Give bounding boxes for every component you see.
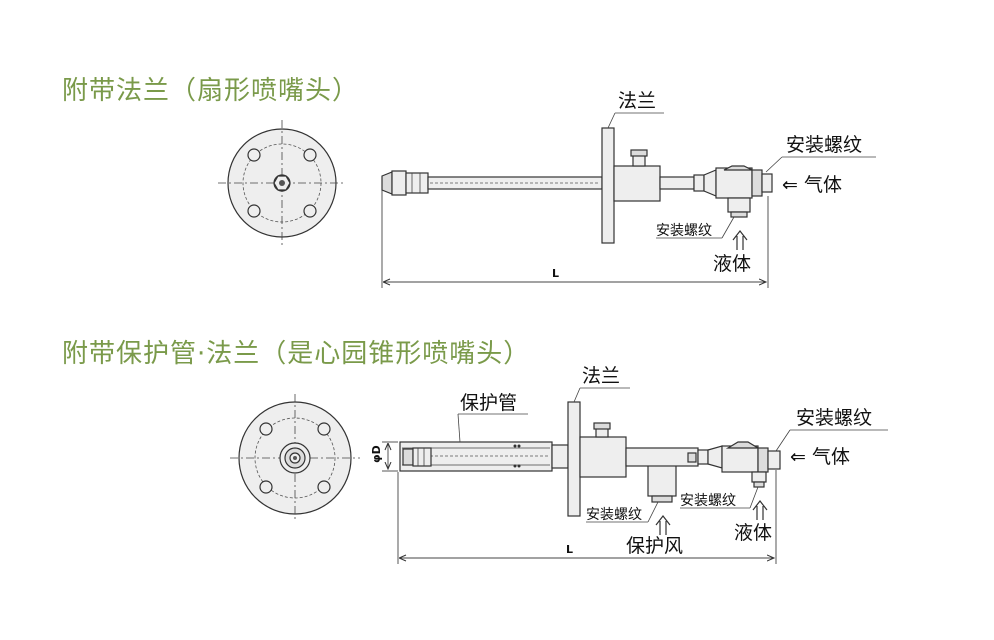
tee-fitting <box>715 167 753 199</box>
label-diameter: φD <box>370 445 383 463</box>
bolt-hole <box>259 422 273 436</box>
bolt-hole <box>303 204 317 218</box>
liquid-inlet-thread <box>730 211 748 218</box>
lance-body-2 <box>579 436 627 478</box>
label-gas-2: ⇐ 气体 <box>790 446 850 468</box>
gas-inlet-thread <box>761 173 773 193</box>
label-mount-thread-liquid-2: 安装螺纹 <box>680 493 736 509</box>
annotations-1: 法兰 安装螺纹 ⇐ 气体 安装螺纹 液体 L <box>381 90 876 288</box>
label-mount-thread-gas-1: 安装螺纹 <box>786 134 862 156</box>
bolt-hole <box>317 480 331 494</box>
fan-nozzle-tip <box>381 171 393 195</box>
bolt-hole <box>247 204 261 218</box>
flange-plate-2 <box>567 401 581 517</box>
label-protective-air: 保护风 <box>626 535 683 557</box>
label-length-1: L <box>552 267 559 280</box>
label-gas-1: ⇐ 气体 <box>782 174 842 196</box>
tee-fitting-2 <box>721 445 759 473</box>
label-mount-thread-liquid-1: 安装螺纹 <box>656 223 712 239</box>
flange-front-view-2 <box>230 394 360 522</box>
section-title-tube-flange-cone-nozzle: 附带保护管·法兰（是心园锥形喷嘴头） <box>62 339 531 369</box>
label-length-2: L <box>566 543 573 556</box>
bolt-hole <box>259 480 273 494</box>
flange-plate <box>601 127 615 244</box>
label-flange-1: 法兰 <box>618 90 656 112</box>
gas-inlet-thread-2 <box>767 450 781 470</box>
bolt-hole <box>317 422 331 436</box>
label-flange-2: 法兰 <box>582 365 620 387</box>
label-liquid-1: 液体 <box>713 253 751 275</box>
flange-front-view-1 <box>218 120 346 246</box>
bolt-hole <box>247 148 261 162</box>
bolt-hole <box>303 148 317 162</box>
annotations-2: 法兰 保护管 安装螺纹 ⇐ 气体 安装螺纹 保护风 安装螺纹 液体 φD <box>370 365 888 564</box>
label-protective-tube: 保护管 <box>460 392 517 414</box>
label-mount-thread-gas-2: 安装螺纹 <box>796 407 872 429</box>
label-mount-thread-air: 安装螺纹 <box>586 507 642 523</box>
section-title-flange-fan-nozzle: 附带法兰（扇形喷嘴头） <box>62 76 360 106</box>
air-inlet-thread <box>651 495 673 503</box>
lance-body <box>613 165 661 202</box>
liquid-inlet-thread-2 <box>753 481 765 488</box>
lance-side-view-1 <box>381 127 773 244</box>
lance-side-view-2 <box>399 401 781 517</box>
label-liquid-2: 液体 <box>734 522 772 544</box>
cone-nozzle-tip <box>402 448 414 466</box>
